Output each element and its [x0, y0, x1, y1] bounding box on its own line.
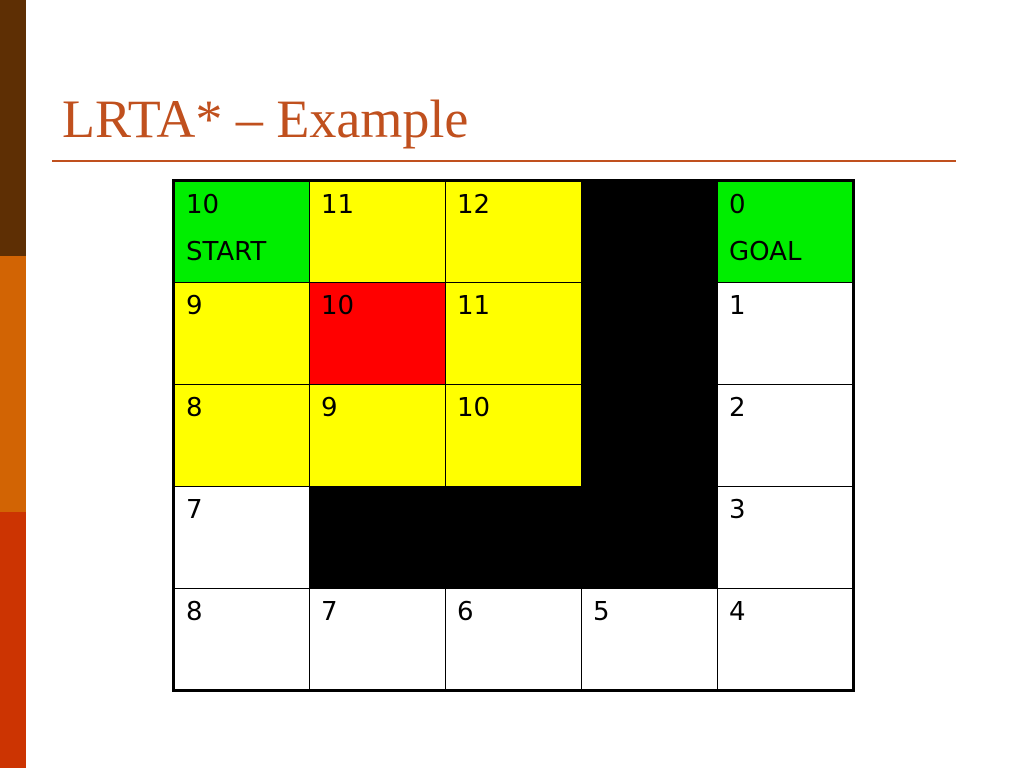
grid-cell-white: 7 [309, 588, 446, 691]
cell-label: 6 [457, 589, 581, 636]
cell-label: 10 [321, 283, 445, 330]
cell-heuristic-value: 6 [457, 597, 474, 627]
cell-heuristic-value: 12 [457, 190, 491, 220]
cell-label: 2 [729, 385, 852, 432]
grid-row: 8 7 6 5 4 [173, 588, 854, 691]
grid-cell-white: 6 [445, 588, 582, 691]
grid-cell-black [581, 282, 718, 385]
grid-cell-white: 5 [581, 588, 718, 691]
cell-heuristic-value: 9 [186, 291, 203, 321]
grid-cell-black [581, 486, 718, 589]
cell-heuristic-value: 9 [321, 393, 338, 423]
cell-heuristic-value: 7 [321, 597, 338, 627]
cell-heuristic-value: 4 [729, 597, 746, 627]
grid-cell-yellow: 9 [309, 384, 446, 487]
grid-cell-yellow: 8 [173, 384, 310, 487]
cell-heuristic-value: 3 [729, 495, 746, 525]
grid-cell-black [445, 486, 582, 589]
grid-cell-white: 8 [173, 588, 310, 691]
cell-label: 5 [593, 589, 717, 636]
cell-label: 3 [729, 487, 852, 534]
grid-cell-black [581, 384, 718, 487]
grid-cell-black [581, 180, 718, 283]
side-accent-bar-top [0, 0, 26, 256]
cell-heuristic-value: 8 [186, 393, 203, 423]
cell-label: 8 [186, 385, 309, 432]
cell-heuristic-value: 0 [729, 190, 746, 220]
cell-heuristic-value: 10 [186, 190, 220, 220]
cell-label: 11 [321, 182, 445, 229]
grid-cell-yellow: 10 [445, 384, 582, 487]
cell-heuristic-value: 11 [321, 190, 355, 220]
grid-cell-red: 10 [309, 282, 446, 385]
cell-label: 7 [186, 487, 309, 534]
grid-cell-white: 7 [173, 486, 310, 589]
grid-cell-yellow: 11 [309, 180, 446, 283]
grid-cell-white: 2 [717, 384, 854, 487]
cell-label: 10 [457, 385, 581, 432]
cell-heuristic-value: 8 [186, 597, 203, 627]
cell-label: 9 [186, 283, 309, 330]
cell-label: 7 [321, 589, 445, 636]
cell-heuristic-value: 1 [729, 291, 746, 321]
cell-heuristic-value: 2 [729, 393, 746, 423]
cell-label: 11 [457, 283, 581, 330]
cell-state-label: GOAL [729, 237, 802, 267]
cell-label: 9 [321, 385, 445, 432]
cell-label: 8 [186, 589, 309, 636]
cell-heuristic-value: 11 [457, 291, 491, 321]
cell-heuristic-value: 5 [593, 597, 610, 627]
cell-label: 4 [729, 589, 852, 636]
cell-label: 12 [457, 182, 581, 229]
grid-row: 8 9 10 2 [173, 384, 854, 487]
grid-cell-yellow: 12 [445, 180, 582, 283]
cell-label: 1 [729, 283, 852, 330]
grid-cell-yellow: 9 [173, 282, 310, 385]
cell-heuristic-value: 10 [321, 291, 355, 321]
title-underline [52, 160, 956, 162]
side-accent-bar-bottom [0, 512, 26, 768]
side-accent-bar-middle [0, 256, 26, 512]
cell-heuristic-value: 7 [186, 495, 203, 525]
cell-heuristic-value: 10 [457, 393, 491, 423]
grid-cell-white: 1 [717, 282, 854, 385]
grid-cell-yellow: 11 [445, 282, 582, 385]
cell-state-label: START [186, 237, 267, 267]
slide-title: LRTA* – Example [62, 89, 469, 149]
grid-cell-black [309, 486, 446, 589]
grid-cell-white: 4 [717, 588, 854, 691]
grid-cell-white: 3 [717, 486, 854, 589]
